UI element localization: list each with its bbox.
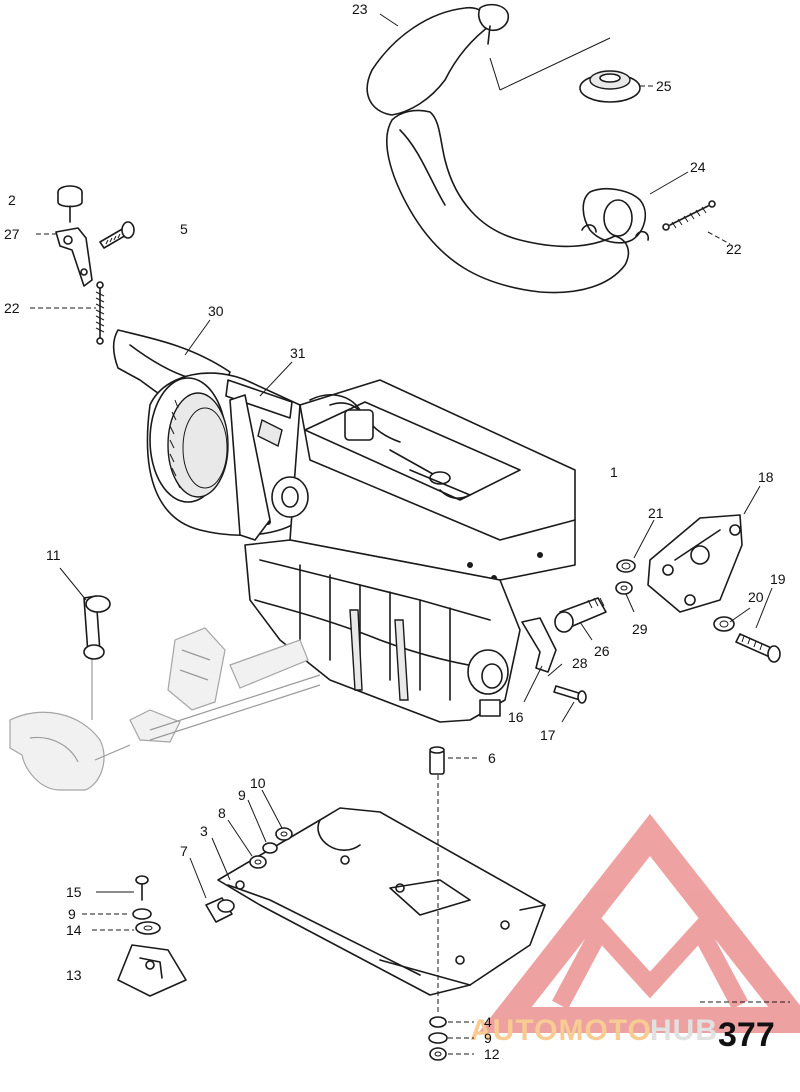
grommet-25: [579, 70, 641, 103]
callout-3: 3: [200, 823, 208, 839]
watermark-text: AUTOMOTO: [470, 1014, 652, 1047]
callout-4: 4: [484, 1014, 492, 1030]
callout-21: 21: [648, 505, 664, 521]
callout-5: 5: [180, 221, 188, 237]
callout-2: 2: [8, 192, 16, 208]
ghost-drive-shaft: [9, 627, 321, 791]
callout-27: 27: [4, 226, 20, 242]
callout-22-left: 22: [4, 300, 20, 316]
bolt-17: [553, 685, 587, 704]
bracket-16: [521, 617, 557, 673]
spring-22-right: [662, 200, 716, 231]
plate-18: [647, 514, 743, 613]
callout-9-top: 9: [238, 787, 246, 803]
callout-22-right: 22: [726, 241, 742, 257]
nut-10: [275, 827, 293, 841]
callout-20: 20: [748, 589, 764, 605]
bracket-27: [55, 227, 93, 287]
screw-15: [135, 875, 149, 901]
washer-9-left: [132, 908, 152, 920]
exhaust-pipe: [366, 3, 650, 294]
callout-19: 19: [770, 571, 786, 587]
page-number: 377: [718, 1016, 775, 1054]
screw-5: [99, 221, 135, 249]
leader-lines: [30, 13, 773, 1055]
cap-2: [57, 185, 83, 223]
bolt-19: [735, 633, 781, 663]
callout-18: 18: [758, 469, 774, 485]
callout-31: 31: [290, 345, 306, 361]
callout-30: 30: [208, 303, 224, 319]
callout-15: 15: [66, 884, 82, 900]
callout-7: 7: [180, 843, 188, 859]
callout-14: 14: [66, 922, 82, 938]
spring-22-left: [95, 281, 105, 345]
callout-1: 1: [610, 464, 618, 480]
callout-29: 29: [632, 621, 648, 637]
engine-assembly: [112, 329, 576, 723]
washer-8: [249, 855, 267, 869]
washer-20: [713, 616, 735, 632]
callout-labels: 23 25 24 22 2 27 5 22 30 31 1 18 21 20 1…: [4, 1, 786, 1062]
washer-14: [135, 921, 161, 935]
automotohub-logo: AUTOMOTO HUB: [470, 813, 800, 1047]
callout-13: 13: [66, 967, 82, 983]
callout-6: 6: [488, 750, 496, 766]
watermark-text-tail: HUB: [650, 1014, 718, 1047]
mount-7: [205, 897, 235, 923]
callout-25: 25: [656, 78, 672, 94]
stud-28: [554, 597, 607, 633]
mount-13: [117, 944, 187, 997]
callout-8: 8: [218, 805, 226, 821]
callout-12: 12: [484, 1046, 500, 1062]
bolt-11: [83, 595, 111, 660]
callout-17: 17: [540, 727, 556, 743]
callout-26: 26: [594, 643, 610, 659]
callout-23: 23: [352, 1, 368, 17]
callout-10: 10: [250, 775, 266, 791]
callout-9-bottom: 9: [484, 1030, 492, 1046]
callout-24: 24: [690, 159, 706, 175]
fasteners-bottom: [428, 1016, 448, 1061]
callout-9-left: 9: [68, 906, 76, 922]
washer-29: [615, 581, 633, 595]
callout-28: 28: [572, 655, 588, 671]
callout-11: 11: [46, 547, 61, 563]
spacer-6: [429, 746, 445, 775]
washer-9-top: [262, 842, 278, 854]
washer-21: [616, 559, 636, 573]
mount-plate-3: [217, 807, 546, 996]
callout-16: 16: [508, 709, 524, 725]
